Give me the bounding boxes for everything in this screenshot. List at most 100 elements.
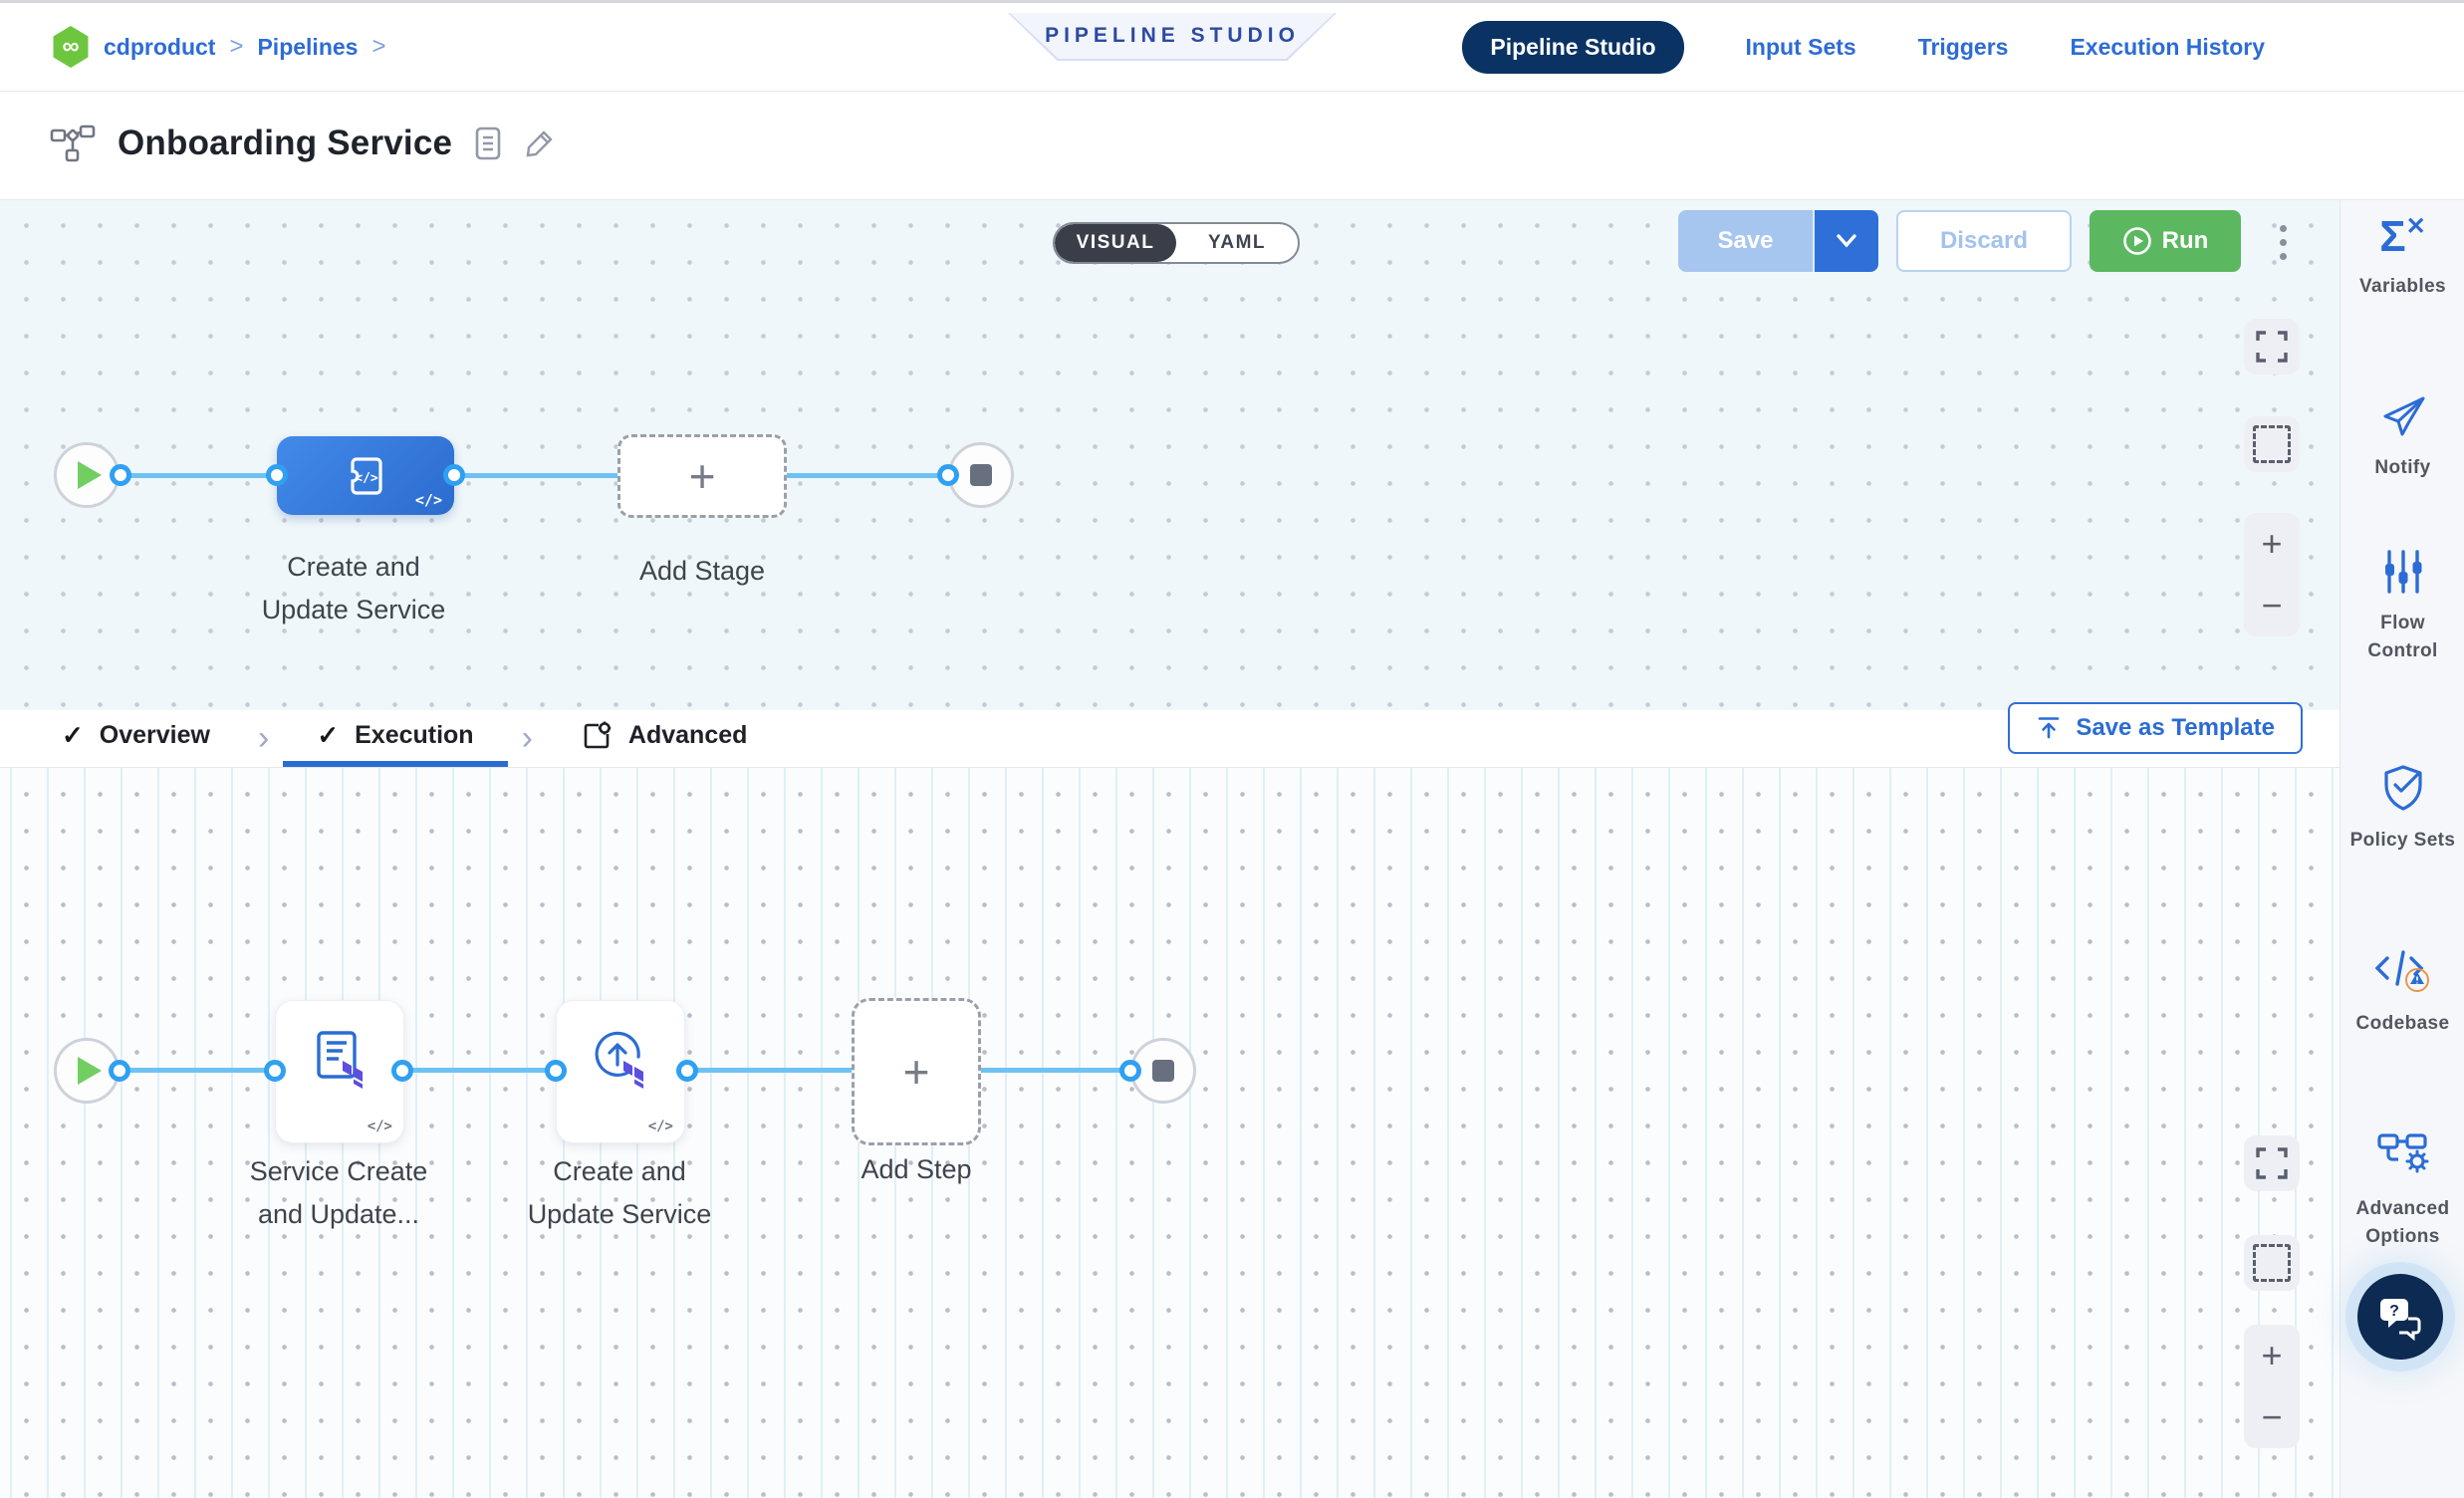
sidebar-item-advanced-options[interactable]: Advanced Options [2341,1129,2464,1250]
connector-port[interactable] [264,1060,286,1082]
chevron-right-icon: › [521,719,533,757]
connector-port[interactable] [443,464,465,486]
tab-triggers[interactable]: Triggers [1917,33,2009,60]
step-node-service-create-and-update[interactable]: </> [275,1000,404,1143]
play-icon [78,461,102,489]
run-button[interactable]: Run [2090,210,2241,272]
stop-icon [1152,1060,1174,1082]
description-doc-icon[interactable] [474,126,502,160]
zoom-in-button[interactable]: + [2261,523,2283,564]
sidebar-item-notify[interactable]: Notify [2341,394,2464,482]
execution-step-canvas[interactable]: </> </> + [0,768,2340,1498]
add-step-button[interactable]: + [852,998,981,1145]
step-node-create-and-update-service[interactable]: </> [556,1000,685,1143]
help-chat-button[interactable]: ? [2357,1274,2443,1360]
toggle-yaml[interactable]: YAML [1207,232,1267,253]
step2-label[interactable]: Create and Update Service [527,1156,712,1229]
custom-stage-icon: </> [351,456,382,495]
tab-execution-history[interactable]: Execution History [2070,33,2265,60]
pipeline-graph-icon [50,125,96,162]
check-icon: ✓ [62,720,84,750]
selection-box-icon [2253,1244,2291,1282]
stage-config-tabstrip: ✓ Overview › ✓ Execution › Advanced [0,710,2340,768]
service-definition-step-icon [317,1031,363,1089]
zoom-controls: + − [2244,1325,2300,1448]
top-nav: Pipeline Studio Input Sets Triggers Exec… [1462,3,2265,91]
connector-port[interactable] [110,464,131,486]
zoom-out-button[interactable]: − [2261,1396,2283,1437]
terraform-logo [623,1061,643,1089]
zoom-out-button[interactable]: − [2261,585,2283,625]
add-stage-button[interactable]: + [617,434,787,518]
variables-sigma-icon: Σ✕ [2379,212,2426,261]
edge-addstage-to-end [787,473,948,478]
connector-port[interactable] [391,1060,413,1082]
fullscreen-icon [2256,1147,2288,1179]
zoom-in-button[interactable]: + [2261,1335,2283,1375]
save-options-caret-button[interactable] [1813,210,1878,272]
add-step-label[interactable]: Add Step [861,1154,972,1184]
discard-button[interactable]: Discard [1896,210,2072,272]
upload-icon [2039,717,2060,739]
step-code-badge[interactable]: </> [367,1119,392,1134]
svg-text:</>: </> [355,471,378,486]
sidebar-item-codebase[interactable]: Codebase [2341,946,2464,1038]
add-stage-label[interactable]: Add Stage [638,556,766,586]
terraform-logo [343,1061,363,1089]
title-toolbar: Onboarding Service VISUAL YAML Save [0,88,2464,272]
apply-update-step-icon [595,1031,643,1089]
edge-step2-to-addstep [687,1068,852,1073]
connector-port[interactable] [266,464,288,486]
toolbar-buttons: Save Discard Run [1678,210,2241,272]
tab-input-sets[interactable]: Input Sets [1745,33,1856,60]
multi-select-button[interactable] [2244,416,2300,472]
chat-question-icon: ? [2380,1299,2421,1341]
chevron-down-icon [1837,234,1856,248]
step-code-badge[interactable]: </> [647,1119,673,1134]
fit-to-screen-button[interactable] [2244,319,2300,374]
connector-port[interactable] [937,464,959,486]
harness-cd-logo-icon: ∞ [53,26,89,68]
play-icon [78,1057,102,1085]
breadcrumb: ∞ cdproduct > Pipelines > [52,3,385,91]
edge-step1-to-step2 [402,1068,556,1073]
connector-port[interactable] [1119,1060,1141,1082]
edit-pencil-icon[interactable] [524,127,556,159]
breadcrumb-project[interactable]: cdproduct [104,33,216,60]
save-as-template-button[interactable]: Save as Template [2008,702,2303,754]
codebase-warning-icon [2374,950,2429,992]
visual-yaml-toggle: VISUAL YAML [1053,222,1300,264]
shield-check-icon [2383,765,2422,811]
selection-box-icon [2253,425,2291,463]
pipeline-studio-banner: PIPELINE STUDIO [1008,13,1337,61]
play-circle-icon [2122,227,2151,255]
stage-label[interactable]: Create and Update Service [261,552,446,624]
multi-select-button[interactable] [2244,1235,2300,1291]
fullscreen-icon [2256,331,2288,363]
sidebar-item-flow-control[interactable]: Flow Control [2341,548,2464,664]
toggle-visual[interactable]: VISUAL [1055,224,1176,262]
stage-code-badge[interactable]: </> [414,491,442,509]
fit-to-screen-button[interactable] [2244,1135,2300,1191]
stage-canvas[interactable]: </> </> + Create and Update Service Add … [0,199,2340,710]
tab-advanced[interactable]: Advanced [547,710,781,767]
connector-port[interactable] [676,1060,698,1082]
edge-start-to-stage [121,473,277,478]
save-button[interactable]: Save [1678,210,1813,272]
sidebar-item-policy-sets[interactable]: Policy Sets [2341,763,2464,855]
stage-node-create-and-update-service[interactable]: </> </> [277,436,454,515]
edge-stage-to-addstage [454,473,617,478]
tab-overview[interactable]: ✓ Overview [62,720,210,750]
step1-label[interactable]: Service Create and Update... [249,1156,428,1229]
connector-port[interactable] [545,1060,567,1082]
breadcrumb-pipelines[interactable]: Pipelines [257,33,359,60]
more-options-kebab-button[interactable] [2263,217,2303,267]
tab-execution[interactable]: ✓ Execution [283,710,508,767]
tab-pipeline-studio[interactable]: Pipeline Studio [1462,20,1684,74]
sidebar-item-variables[interactable]: Σ✕ Variables [2358,212,2447,298]
connector-port[interactable] [109,1060,130,1082]
run-button-label: Run [2161,227,2209,254]
page-title: Onboarding Service [118,124,453,162]
plus-icon: + [902,1046,930,1098]
